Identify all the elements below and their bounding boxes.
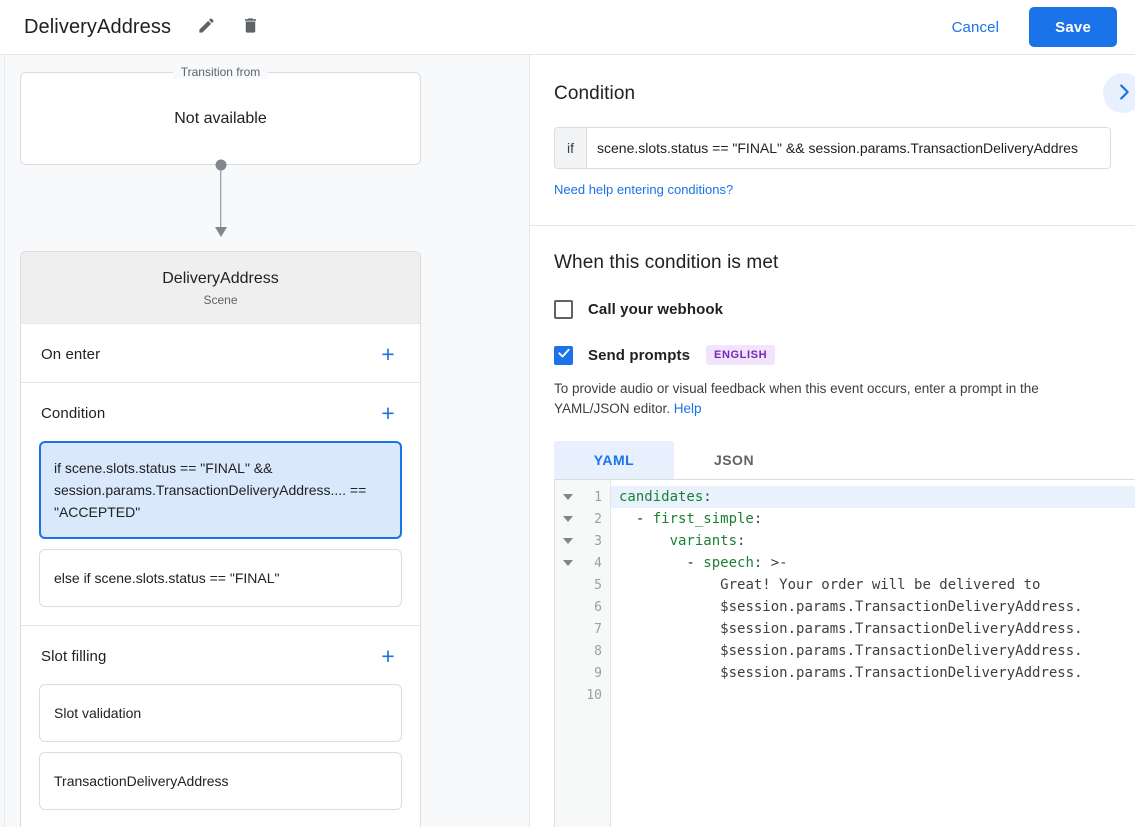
call-webhook-label: Call your webhook [588,301,724,318]
condition-item-selected[interactable]: if scene.slots.status == "FINAL" && sess… [39,441,402,539]
editor-line-number: 2 [555,508,610,530]
editor-code-line [611,684,1135,706]
editor-code-line: $session.params.TransactionDeliveryAddre… [720,643,1083,659]
plus-icon: + [381,340,395,367]
save-button[interactable]: Save [1029,7,1117,47]
condition-list: if scene.slots.status == "FINAL" && sess… [21,441,420,625]
editor-code-line: $session.params.TransactionDeliveryAddre… [720,599,1083,615]
call-webhook-checkbox[interactable] [554,300,573,319]
editor-code-line: variants: [669,533,746,549]
editor-code[interactable]: candidates: - first_simple: variants: - … [611,480,1135,827]
editor-code-line: candidates: [611,486,1135,508]
editor-line-number: 4 [555,552,610,574]
transition-from-legend: Transition from [172,65,269,79]
when-condition-met-section: When this condition is met Call your web… [530,226,1135,479]
condition-item[interactable]: else if scene.slots.status == "FINAL" [39,549,402,607]
left-flow-panel: Transition from Not available DeliveryAd… [0,55,530,827]
transition-from-card[interactable]: Transition from Not available [20,65,421,165]
section-condition: Condition + if scene.slots.status == "FI… [21,383,420,626]
section-title-on-enter: On enter [41,345,101,363]
editor-code-line: Great! Your order will be delivered to [720,577,1041,593]
send-prompts-label: Send prompts [588,346,691,364]
condition-expression-input[interactable] [587,128,1110,168]
fold-arrow-icon[interactable] [563,494,573,500]
fold-arrow-icon[interactable] [563,560,573,566]
body: Transition from Not available DeliveryAd… [0,55,1135,827]
send-prompts-checkbox[interactable] [554,345,573,365]
edit-button[interactable] [189,10,223,44]
editor-code-line: $session.params.TransactionDeliveryAddre… [720,621,1083,637]
editor-line-number: 9 [594,665,602,681]
prompts-hint: To provide audio or visual feedback when… [554,379,1111,419]
format-tabs: YAML JSON [554,441,1111,479]
editor-line-number: 3 [555,530,610,552]
right-detail-panel: Condition if Need help entering conditio… [530,55,1135,827]
webhook-row: Call your webhook [554,300,1111,319]
top-bar: DeliveryAddress Cancel Save [0,0,1135,55]
plus-icon: + [381,399,395,426]
scene-name: DeliveryAddress [162,270,279,287]
scene-card: DeliveryAddress Scene On enter + [20,251,421,827]
editor-code-line: - first_simple: [619,511,763,527]
cancel-button[interactable]: Cancel [940,11,1012,44]
editor-line-number: 1 [555,486,610,508]
section-title-condition: Condition [41,404,106,422]
editor-line-number: 5 [594,577,602,593]
editor-line-number: 6 [594,599,602,615]
section-header-slot-filling[interactable]: Slot filling + [21,626,420,684]
transition-from-value: Not available [174,109,267,127]
pencil-icon [197,16,216,38]
add-slot-filling-button[interactable]: + [374,642,402,670]
left-rail-divider [4,55,5,827]
plus-icon: + [381,642,395,669]
condition-if-prefix: if [555,128,587,168]
section-on-enter: On enter + [21,324,420,383]
section-slot-filling: Slot filling + Slot validation Transacti… [21,626,420,827]
fold-arrow-icon[interactable] [563,538,573,544]
slot-filling-list: Slot validation TransactionDeliveryAddre… [21,684,420,827]
check-icon [557,346,571,365]
section-header-condition[interactable]: Condition + [21,383,420,441]
send-prompts-row: Send prompts ENGLISH [554,345,1111,365]
editor-line-number: 7 [594,621,602,637]
condition-field[interactable]: if [554,127,1111,169]
tab-json[interactable]: JSON [674,441,794,479]
section-header-on-enter[interactable]: On enter + [21,324,420,382]
condition-section: Condition if Need help entering conditio… [530,55,1135,226]
editor-line-number: 10 [586,687,602,703]
editor-code-line: - speech: >- [619,555,788,571]
transition-to-card: DeliveryAddress Scene On enter + [20,251,421,827]
delete-button[interactable] [233,10,267,44]
when-met-heading: When this condition is met [554,252,779,273]
next-condition-button[interactable] [1103,73,1135,113]
scene-type: Scene [203,293,238,307]
condition-help-link[interactable]: Need help entering conditions? [554,182,734,197]
language-badge: ENGLISH [706,345,776,365]
prompts-hint-text: To provide audio or visual feedback when… [554,381,1039,416]
fold-arrow-icon[interactable] [563,516,573,522]
condition-heading: Condition [554,83,636,104]
connector-line [219,165,222,231]
tab-yaml[interactable]: YAML [554,441,674,479]
slot-filling-item-validation[interactable]: Slot validation [39,684,402,742]
transition-flow: Transition from Not available DeliveryAd… [20,55,421,827]
slot-filling-item-transaction[interactable]: TransactionDeliveryAddress [39,752,402,810]
flow-connector [20,159,421,251]
page-title: DeliveryAddress [24,15,172,38]
scene-header[interactable]: DeliveryAddress Scene [21,252,420,324]
editor-line-number: 8 [594,643,602,659]
editor-code-line: $session.params.TransactionDeliveryAddre… [720,665,1083,681]
add-condition-button[interactable]: + [374,399,402,427]
trash-icon [241,16,260,38]
add-on-enter-button[interactable]: + [374,340,402,368]
chevron-right-icon [1113,81,1135,106]
section-title-slot-filling: Slot filling [41,647,107,665]
connector-arrow-icon [214,227,227,237]
prompts-hint-help-link[interactable]: Help [673,401,702,416]
